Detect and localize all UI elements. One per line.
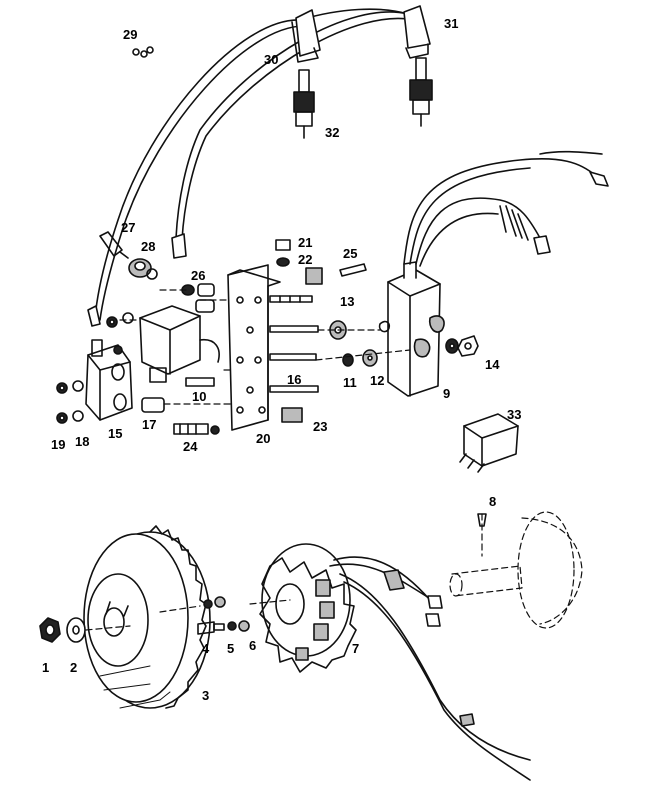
mounting-plate-20	[227, 264, 281, 431]
plate-hardware	[141, 283, 220, 435]
callout-33: 33	[507, 407, 521, 422]
callout-3: 3	[202, 688, 209, 703]
callout-28: 28	[141, 239, 155, 254]
callout-31: 31	[444, 16, 458, 31]
stator-7	[259, 543, 357, 673]
cdi-unit-9	[378, 261, 445, 397]
callout-32: 32	[325, 125, 339, 140]
flywheel-3	[83, 525, 211, 709]
callout-4: 4	[202, 641, 210, 656]
callout-7: 7	[352, 641, 359, 656]
callout-17: 17	[142, 417, 156, 432]
callout-29: 29	[123, 27, 137, 42]
callout-11: 11	[343, 375, 357, 390]
nut-14	[445, 335, 479, 357]
callout-20: 20	[256, 431, 270, 446]
callout-13: 13	[340, 294, 354, 309]
callout-14: 14	[485, 357, 500, 372]
callout-24: 24	[183, 439, 198, 454]
callout-22: 22	[298, 252, 312, 267]
callout-18: 18	[75, 434, 89, 449]
callout-8: 8	[489, 494, 496, 509]
callout-5: 5	[227, 641, 234, 656]
callout-23: 23	[313, 419, 327, 434]
ignition-coil-upper	[139, 305, 220, 383]
clip-29	[132, 46, 154, 58]
callout-1: 1	[42, 660, 49, 675]
callout-6: 6	[249, 638, 256, 653]
cdi-harness	[403, 150, 609, 267]
callout-12: 12	[370, 373, 384, 388]
crankshaft	[449, 511, 583, 629]
assembly-lines	[85, 289, 411, 631]
spark-plug-cap-31	[403, 5, 431, 59]
callout-30: 30	[264, 52, 278, 67]
small-parts-21-23	[275, 239, 367, 423]
screws-4-6	[197, 596, 250, 635]
spark-plug-cap-30	[291, 9, 321, 63]
callout-27: 27	[121, 220, 135, 235]
callout-16: 16	[287, 372, 301, 387]
callout-9: 9	[443, 386, 450, 401]
callout-25: 25	[343, 246, 357, 261]
callout-19: 19	[51, 437, 65, 452]
spark-plug-32-left	[293, 69, 315, 139]
grommet-28	[128, 258, 158, 280]
callout-labels: 1 2 3 4 5 6 7 8 9 10 11 12 13 14 15 16 1…	[42, 16, 521, 703]
callout-15: 15	[108, 426, 122, 441]
lead-terminals	[87, 233, 187, 327]
ignition-coil-15	[85, 339, 133, 421]
terminal-27	[99, 231, 129, 259]
rectifier-33	[459, 413, 519, 473]
high-tension-leads	[94, 8, 415, 321]
stator-leads	[329, 556, 531, 781]
washers-11-12	[329, 320, 378, 367]
callout-10: 10	[192, 389, 206, 404]
spark-plug-32-right	[409, 57, 433, 127]
callout-2: 2	[70, 660, 77, 675]
callout-26: 26	[191, 268, 205, 283]
nut-washer-1-2	[39, 617, 86, 643]
coil-washers	[56, 312, 134, 424]
callout-21: 21	[298, 235, 312, 250]
